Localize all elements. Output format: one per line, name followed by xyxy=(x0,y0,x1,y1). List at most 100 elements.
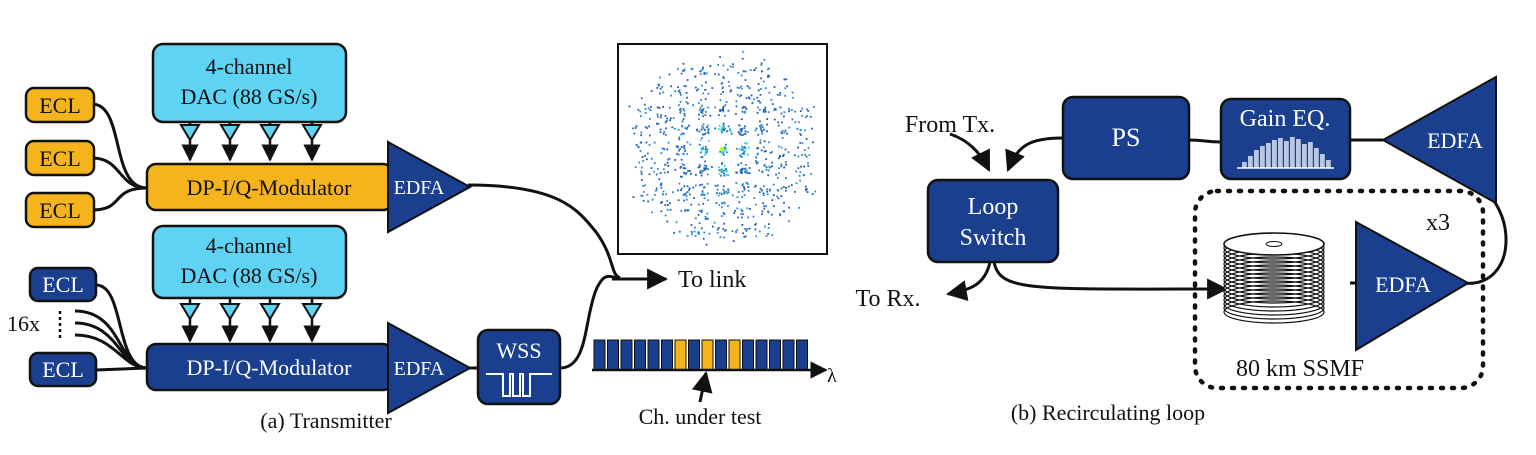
constellation-point xyxy=(720,193,723,195)
constellation-point xyxy=(699,165,701,167)
constellation-point xyxy=(660,210,663,213)
recirculating-loop-section: From Tx. To Rx. PS Gain EQ. Loop Switch … xyxy=(856,75,1508,425)
constellation-point xyxy=(694,217,697,220)
constellation-point xyxy=(721,206,723,209)
constellation-point xyxy=(804,116,807,119)
constellation-point xyxy=(764,110,767,113)
constellation-point xyxy=(801,115,803,117)
constellation-point xyxy=(703,133,705,136)
constellation-point xyxy=(762,192,765,195)
constellation-point xyxy=(682,108,685,110)
constellation-point xyxy=(685,198,688,201)
constellation-point xyxy=(642,199,645,202)
ecl-orange-3 xyxy=(24,191,96,229)
constellation-point xyxy=(663,148,666,151)
constellation-point xyxy=(739,168,742,171)
ecl-blue-1 xyxy=(28,266,98,303)
constellation-point xyxy=(745,164,747,166)
constellation-point xyxy=(678,230,681,233)
constellation-point xyxy=(707,106,709,109)
constellation-point xyxy=(746,207,749,210)
constellation-point xyxy=(689,193,691,196)
constellation-point xyxy=(690,224,693,226)
constellation-point xyxy=(674,159,677,161)
constellation-point xyxy=(740,156,743,158)
constellation-point xyxy=(760,88,762,90)
constellation-point xyxy=(806,191,809,193)
constellation-point xyxy=(724,148,727,150)
constellation-point xyxy=(742,70,745,73)
constellation-point xyxy=(692,104,694,106)
channel-under-test-bar xyxy=(701,339,714,371)
constellation-point xyxy=(694,235,697,237)
constellation-point xyxy=(755,67,757,69)
constellation-point xyxy=(759,188,762,191)
constellation-point xyxy=(663,171,666,174)
constellation-point xyxy=(702,67,704,70)
constellation-point xyxy=(736,207,739,210)
constellation-point xyxy=(741,145,743,148)
wdm-channel-bar xyxy=(620,339,633,371)
constellation-point xyxy=(706,212,709,215)
constellation-point xyxy=(732,240,735,242)
constellation-point xyxy=(657,122,660,125)
transmitter-caption: (a) Transmitter xyxy=(260,408,392,433)
constellation-point xyxy=(723,165,726,168)
gain-eq-bar xyxy=(1302,144,1307,168)
from-tx-label: From Tx. xyxy=(905,112,995,138)
constellation-point xyxy=(741,146,744,149)
constellation-point xyxy=(666,200,669,202)
constellation-point xyxy=(704,167,707,169)
constellation-point xyxy=(702,123,705,126)
constellation-point xyxy=(717,227,720,229)
constellation-point xyxy=(779,106,782,109)
constellation-point xyxy=(637,108,640,111)
constellation-point xyxy=(736,93,739,96)
ecl-orange-1-label: ECL xyxy=(39,93,81,118)
wdm-channel-bar xyxy=(742,339,754,371)
constellation-point xyxy=(791,118,794,121)
constellation-point xyxy=(693,197,695,199)
constellation-point xyxy=(679,109,681,111)
constellation-point xyxy=(680,165,683,168)
gain-eq-bar xyxy=(1242,162,1247,168)
constellation-point xyxy=(703,167,705,170)
constellation-point xyxy=(742,106,745,108)
constellation-point xyxy=(651,198,654,201)
constellation-point xyxy=(747,85,750,88)
constellation-point xyxy=(707,217,709,220)
constellation-point xyxy=(705,152,708,155)
constellation-point xyxy=(662,106,665,108)
constellation-point xyxy=(721,202,723,205)
constellation-point xyxy=(788,108,790,110)
dac-top-label-line1: 4-channel xyxy=(206,54,293,79)
gain-eq-bar xyxy=(1266,143,1271,168)
constellation-point xyxy=(681,120,684,123)
constellation-point xyxy=(747,186,750,188)
constellation-point xyxy=(663,130,666,133)
constellation-point xyxy=(702,202,705,205)
constellation-point xyxy=(688,189,691,191)
constellation-point xyxy=(738,148,741,151)
constellation-point xyxy=(760,62,763,65)
spool-winding xyxy=(1223,264,1325,288)
constellation-point xyxy=(763,185,765,188)
constellation-point xyxy=(680,93,682,96)
constellation-point xyxy=(724,169,727,172)
constellation-point xyxy=(801,154,803,157)
constellation-point xyxy=(686,141,689,144)
constellation-point xyxy=(783,210,785,213)
constellation-point xyxy=(744,125,746,128)
channel-under-test-bar xyxy=(674,339,687,371)
constellation-point xyxy=(809,115,812,118)
constellation-point xyxy=(646,152,649,155)
constellation-point xyxy=(683,144,686,147)
constellation-point xyxy=(702,108,705,111)
constellation-point xyxy=(740,130,743,133)
constellation-point xyxy=(723,153,725,156)
constellation-point xyxy=(662,91,665,94)
constellation-point xyxy=(642,191,645,193)
constellation-point xyxy=(718,169,721,172)
constellation-point xyxy=(773,205,775,207)
constellation-point xyxy=(700,138,702,141)
